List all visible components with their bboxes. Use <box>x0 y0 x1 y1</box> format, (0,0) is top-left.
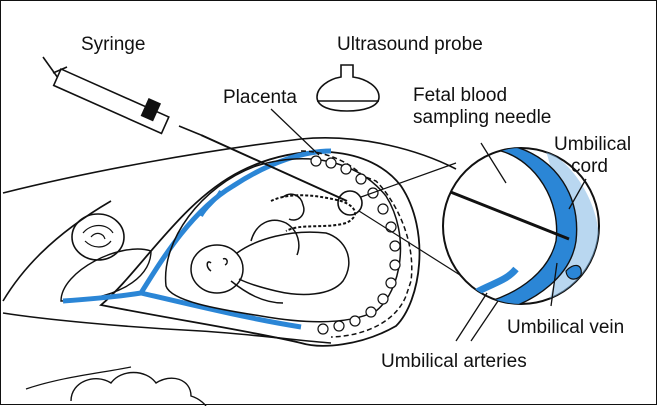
umbilical-vein-label: Umbilical vein <box>507 317 624 338</box>
umbilical-arteries-label: Umbilical arteries <box>381 351 527 372</box>
syringe-label: Syringe <box>81 34 145 55</box>
maternal-body-outline <box>3 138 456 193</box>
cord-label-line2: cord <box>571 156 608 177</box>
needle-label-line1: Fetal blood <box>413 85 507 106</box>
placenta-lobes <box>311 156 400 334</box>
intestine-outline <box>71 373 206 406</box>
amniotic-sac <box>166 159 401 322</box>
fetus <box>191 194 349 303</box>
maternal-organ <box>72 214 124 260</box>
maternal-back-outline <box>3 201 111 301</box>
blood-layer-lower <box>141 293 301 327</box>
ultrasound-probe <box>317 65 379 111</box>
needle-label-line2: sampling needle <box>413 107 551 128</box>
cord-label-line1: Umbilical <box>554 134 631 155</box>
syringe <box>43 57 201 135</box>
placenta-label: Placenta <box>223 87 297 108</box>
ultrasound-probe-label: Ultrasound probe <box>337 34 483 55</box>
detail-focus-circle <box>338 191 362 215</box>
